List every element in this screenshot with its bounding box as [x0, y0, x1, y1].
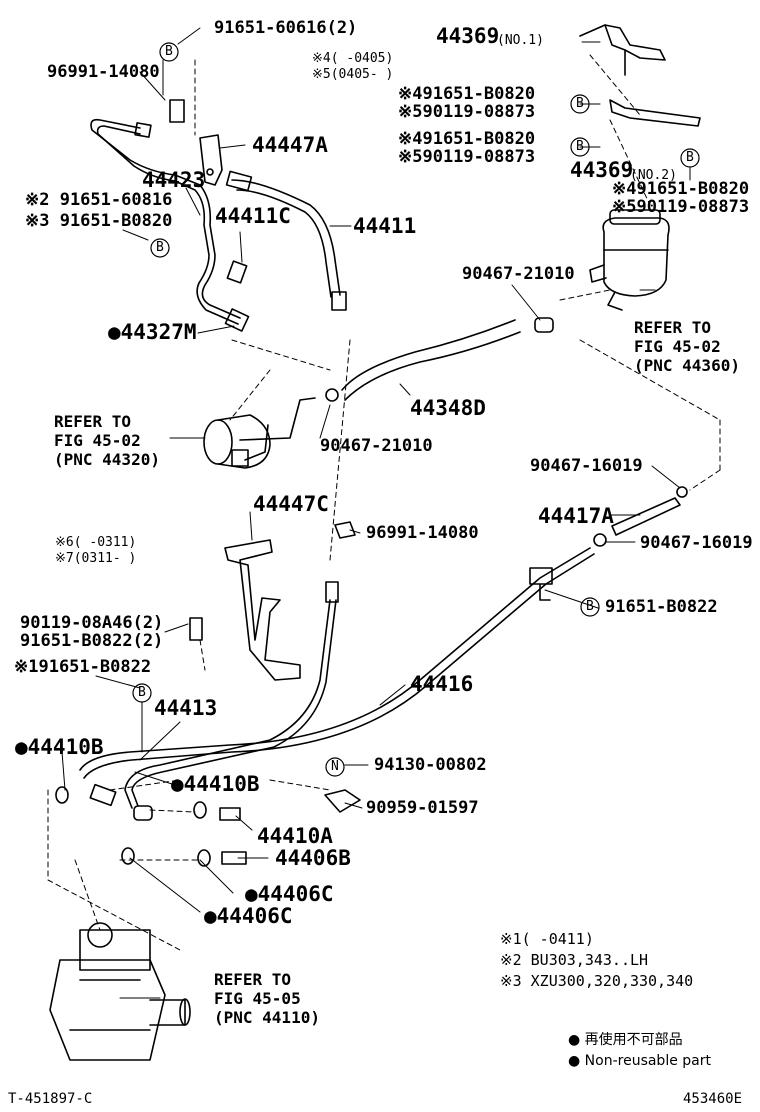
bracket-44447A [199, 134, 223, 186]
callout-44447C: 44447C [253, 492, 329, 516]
callout-90467-16019-b: 90467-16019 [640, 533, 753, 553]
b-symbol: B [686, 150, 694, 165]
callout-no2: (NO.2) [630, 168, 677, 183]
callout-94130-00802: 94130-00802 [374, 755, 487, 775]
callout-91651-B0822-right: 91651-B0822 [605, 597, 718, 617]
callout-44369-no1: 44369 [436, 24, 500, 48]
circle-symbols [132, 42, 700, 777]
b-symbol: B [138, 685, 146, 700]
gear-box [49, 922, 191, 1061]
callout-x4-91651-B0820-c: ※491651-B0820 [612, 179, 750, 199]
callout-44411: 44411 [353, 214, 417, 238]
callout-x5-90119-08873-b: ※590119-08873 [398, 147, 536, 167]
refer-pnc-44110: REFER TO FIG 45-05 (PNC 44110) [214, 970, 320, 1027]
callout-44423: 44423 [142, 168, 206, 192]
callout-90119-08A46: 90119-08A46(2) [20, 613, 164, 633]
callout-91651-60616: 91651-60616(2) [214, 18, 358, 38]
tube-44416 [79, 547, 595, 779]
pressure-tube-44423 [90, 99, 250, 332]
bracket-44369-no1 [579, 24, 666, 76]
callout-96991-14080-mid: 96991-14080 [366, 523, 479, 543]
callout-x4-91651-B0820-a: ※491651-B0820 [398, 84, 536, 104]
date-note-5: ※5(0405- ) [312, 67, 394, 82]
bracket-44447C [224, 539, 301, 681]
date-note-7: ※7(0311- ) [55, 551, 137, 566]
callout-44447A: 44447A [252, 133, 328, 157]
callout-44410A: 44410A [257, 824, 333, 848]
callout-44406C-a: ●44406C [245, 882, 334, 906]
figure-code-right: 453460E [683, 1091, 743, 1107]
callout-90467-21010-a: 90467-21010 [462, 264, 575, 284]
callout-44410B-left: ●44410B [15, 735, 104, 759]
callout-44416: 44416 [410, 672, 474, 696]
b-symbol: B [576, 139, 584, 154]
callout-90467-21010-b: 90467-21010 [320, 436, 433, 456]
pump-unit [203, 397, 316, 469]
footnote-2: ※2 BU303,343..LH [500, 951, 649, 969]
bracket-44369-no2 [609, 99, 701, 127]
b-symbol: B [586, 599, 594, 614]
b-symbol: B [156, 240, 164, 255]
n-symbol: N [331, 759, 339, 774]
footnote-3: ※3 XZU300,320,330,340 [500, 972, 694, 990]
callout-44417A: 44417A [538, 504, 614, 528]
callout-x2-91651-60816: ※2 91651-60816 [25, 190, 173, 210]
callout-44406B: 44406B [275, 846, 351, 870]
callout-96991-14080-top: 96991-14080 [47, 62, 160, 82]
figure-code-left: T-451897-C [8, 1091, 93, 1107]
callout-44413: 44413 [154, 696, 218, 720]
footnote-1: ※1( -0411) [500, 930, 594, 948]
reservoir-tank [589, 209, 670, 311]
refer-pnc-44360: REFER TO FIG 45-02 (PNC 44360) [634, 318, 740, 375]
callout-no1: (NO.1) [497, 33, 544, 48]
callout-90959-01597: 90959-01597 [366, 798, 479, 818]
callout-91651-B0822-2: 91651-B0822(2) [20, 631, 164, 651]
callout-x5-90119-08873-a: ※590119-08873 [398, 102, 536, 122]
callout-44410B-mid: ●44410B [171, 772, 260, 796]
callout-44406C-b: ●44406C [204, 904, 293, 928]
callout-x3-91651-B0820: ※3 91651-B0820 [25, 211, 173, 231]
callout-x1-91651-B0822: ※191651-B0822 [14, 657, 152, 677]
hose-44417A [593, 486, 688, 547]
callout-90467-16019-a: 90467-16019 [530, 456, 643, 476]
b-symbol: B [165, 44, 173, 59]
dashed-lines [47, 54, 721, 951]
callout-44348D: 44348D [410, 396, 486, 420]
legend-english: ● Non-reusable part [568, 1053, 711, 1069]
callout-44411C: 44411C [215, 204, 291, 228]
callout-x4-91651-B0820-b: ※491651-B0820 [398, 129, 536, 149]
tube-44413 [124, 581, 339, 809]
date-note-4: ※4( -0405) [312, 51, 394, 66]
callout-44327M: ●44327M [108, 320, 197, 344]
hose-44411 [225, 170, 347, 311]
callout-x5-90119-08873-c: ※590119-08873 [612, 197, 750, 217]
date-note-6: ※6( -0311) [55, 535, 137, 550]
hose-44348D [325, 317, 554, 402]
b-symbol: B [576, 96, 584, 111]
legend-japanese: ● 再使用不可部品 [568, 1032, 683, 1048]
leader-lines [61, 27, 691, 999]
hardware-parts [55, 521, 361, 867]
refer-pnc-44320: REFER TO FIG 45-02 (PNC 44320) [54, 412, 160, 469]
callout-44369-no2: 44369 [570, 158, 634, 182]
